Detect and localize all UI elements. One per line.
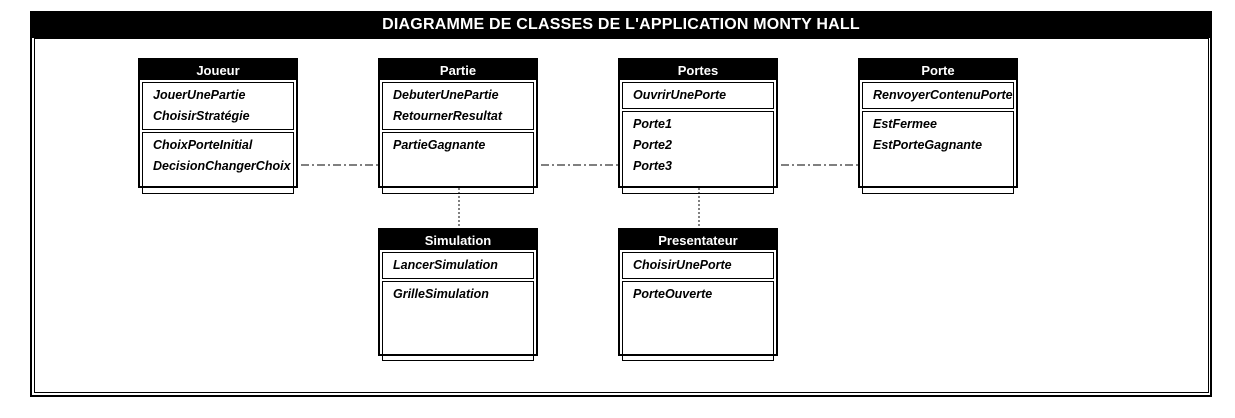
attributes-section: PorteOuverte [622, 281, 774, 361]
attributes-section: Porte1 Porte2 Porte3 [622, 111, 774, 194]
class-name: Partie [380, 60, 536, 80]
attribute: EstPorteGagnante [873, 138, 983, 152]
attribute: PartieGagnante [393, 138, 486, 152]
class-name: Presentateur [620, 230, 776, 250]
attributes-section: PartieGagnante [382, 132, 534, 194]
class-name: Porte [860, 60, 1016, 80]
methods-section: LancerSimulation [382, 252, 534, 279]
class-porte[interactable]: Porte RenvoyerContenuPorte EstFermee Est… [858, 58, 1018, 194]
methods-section: ChoisirUnePorte [622, 252, 774, 279]
attribute: Porte3 [633, 159, 672, 173]
attribute: Porte1 [633, 117, 672, 131]
attribute: PorteOuverte [633, 287, 713, 301]
method: LancerSimulation [393, 258, 498, 272]
class-name: Portes [620, 60, 776, 80]
attribute: EstFermee [873, 117, 937, 131]
class-partie[interactable]: Partie DebuterUnePartie RetournerResulta… [378, 58, 538, 194]
class-presentateur[interactable]: Presentateur ChoisirUnePorte PorteOuvert… [618, 228, 778, 361]
attribute: DecisionChangerChoix [153, 159, 291, 173]
attributes-section: GrilleSimulation [382, 281, 534, 361]
attributes-section: EstFermee EstPorteGagnante [862, 111, 1014, 194]
attribute: ChoixPorteInitial [153, 138, 253, 152]
method: ChoisirStratégie [153, 109, 250, 123]
attribute: GrilleSimulation [393, 287, 489, 301]
method: JouerUnePartie [153, 88, 246, 102]
methods-section: JouerUnePartie ChoisirStratégie [142, 82, 294, 130]
method: DebuterUnePartie [393, 88, 499, 102]
attribute: Porte2 [633, 138, 672, 152]
class-name: Joueur [140, 60, 296, 80]
methods-section: OuvrirUnePorte [622, 82, 774, 109]
diagram-title: DIAGRAMME DE CLASSES DE L'APPLICATION MO… [30, 11, 1212, 38]
method: ChoisirUnePorte [633, 258, 732, 272]
method: RetournerResultat [393, 109, 503, 123]
class-portes[interactable]: Portes OuvrirUnePorte Porte1 Porte2 Port… [618, 58, 778, 194]
methods-section: RenvoyerContenuPorte [862, 82, 1014, 109]
class-name: Simulation [380, 230, 536, 250]
class-joueur[interactable]: Joueur JouerUnePartie ChoisirStratégie C… [138, 58, 298, 194]
method: OuvrirUnePorte [633, 88, 727, 102]
diagram-canvas [34, 38, 1209, 393]
method: RenvoyerContenuPorte [873, 88, 1013, 102]
class-simulation[interactable]: Simulation LancerSimulation GrilleSimula… [378, 228, 538, 361]
attributes-section: ChoixPorteInitial DecisionChangerChoix [142, 132, 294, 194]
methods-section: DebuterUnePartie RetournerResultat [382, 82, 534, 130]
